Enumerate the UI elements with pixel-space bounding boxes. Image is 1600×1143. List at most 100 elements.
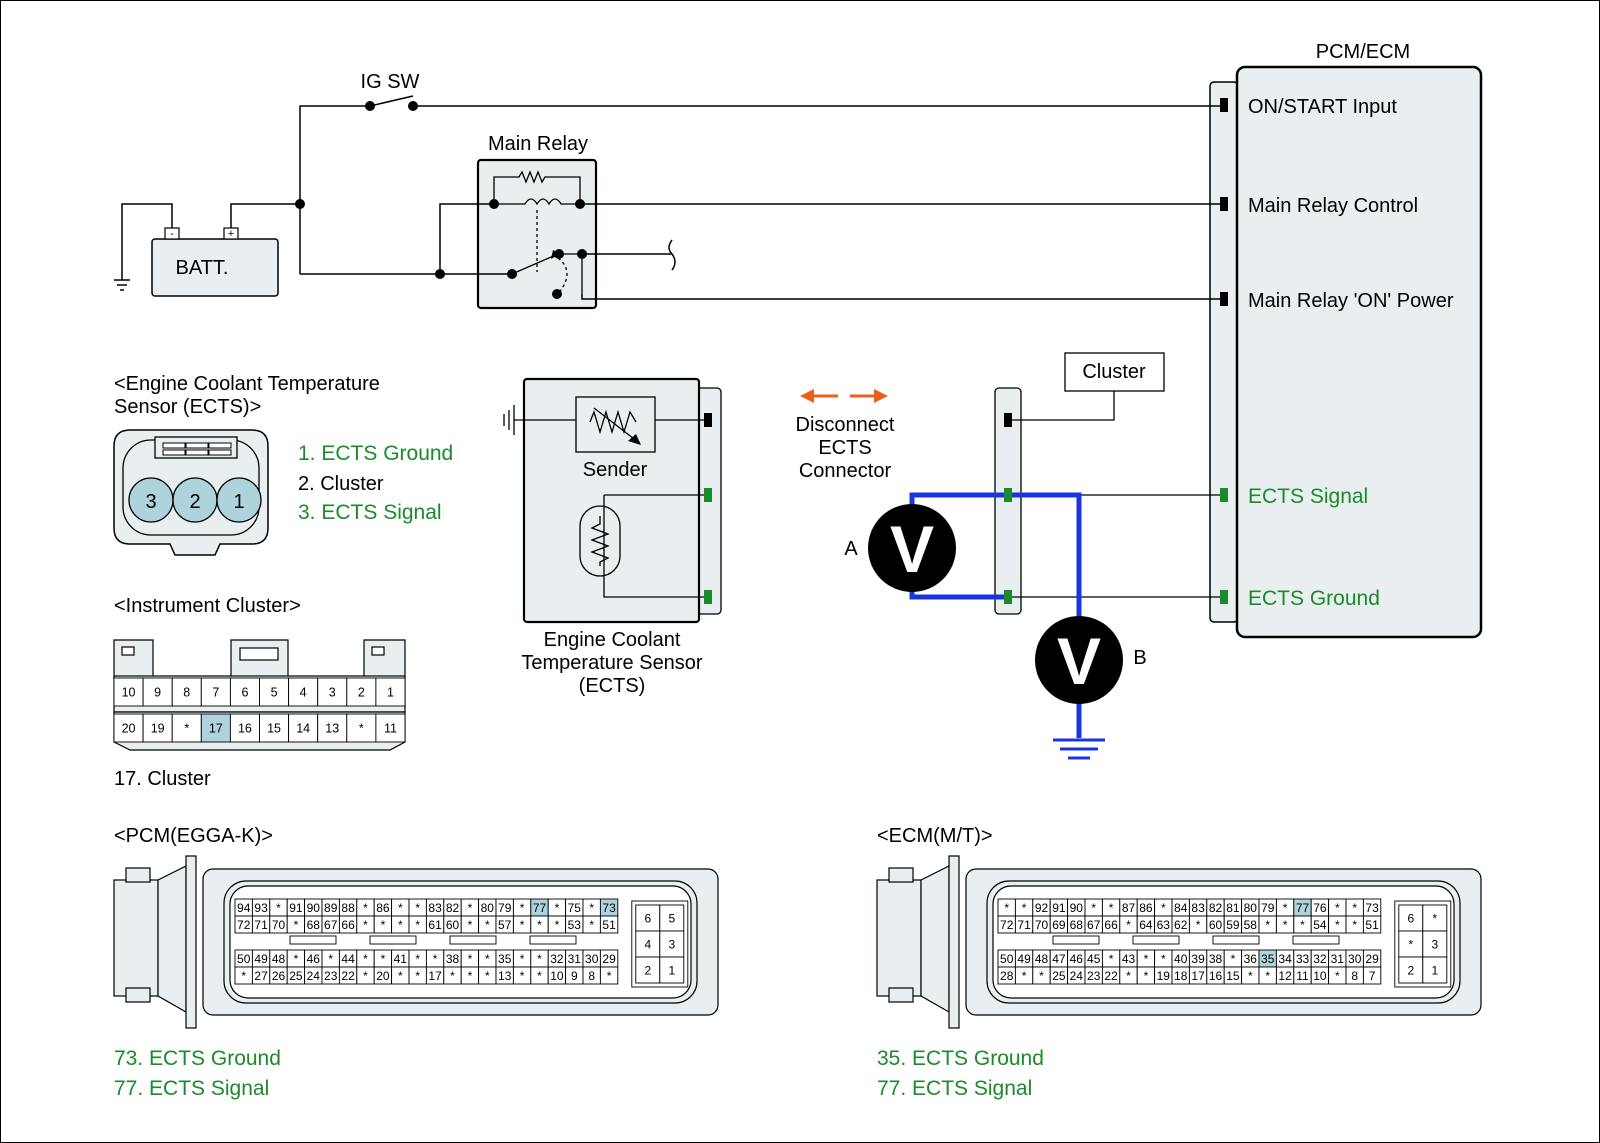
ecm-side-pin-1-label: 1 (1431, 964, 1438, 978)
terminal-main-relay-control (1220, 197, 1228, 211)
cluster-pin-7-cell (200, 677, 231, 707)
ecm-pin-81-label: 81 (1226, 901, 1240, 915)
pcm-pin-blank-label: * (363, 969, 368, 983)
harness-terminal-cluster (1004, 413, 1012, 427)
pcm-pin-blank-label: * (537, 918, 542, 932)
ecm-pin-blank-label: * (1161, 901, 1166, 915)
ecm-pin-18-label: 18 (1174, 969, 1188, 983)
pcm-pin-blank-label: * (468, 969, 473, 983)
ecm-pin-49-label: 49 (1017, 952, 1031, 966)
ecm-pin-blank-label: * (1335, 901, 1340, 915)
pcm-pin-blank-label: * (520, 969, 525, 983)
pcm-pin-24-label: 24 (307, 969, 321, 983)
pcm-pin-90-label: 90 (307, 901, 321, 915)
pcm-pin-blank-label: * (241, 969, 246, 983)
ecm-pin-69-label: 69 (1052, 918, 1066, 932)
cluster-pin-9-cell (142, 677, 173, 707)
ecm-pin-67-label: 67 (1087, 918, 1101, 932)
cluster-pin-2-label: 2 (358, 686, 365, 700)
ecm-pin-40-label: 40 (1174, 952, 1188, 966)
ecm-pin-90-label: 90 (1070, 901, 1084, 915)
pcm-pin-50-label: 50 (237, 952, 251, 966)
cluster-pin-10-label: 10 (122, 686, 136, 700)
voltmeter-b-symbol: V (1057, 624, 1101, 698)
pcm-pin-blank-label: * (589, 901, 594, 915)
batt-plus-sign: + (228, 228, 234, 240)
pcm-pin-25-label: 25 (289, 969, 303, 983)
pcm-pin-23-label: 23 (324, 969, 338, 983)
ecm-pin-blank-label: * (1352, 901, 1357, 915)
pcm-pin-blank-label: * (398, 918, 403, 932)
ects-title-1: <Engine Coolant Temperature (114, 373, 380, 395)
meter-a-label: A (844, 538, 858, 560)
pcm-pin-blank-label: * (607, 969, 612, 983)
pcm-legend-2: 77. ECTS Signal (114, 1077, 269, 1100)
pcm-pin-blank-label: * (520, 901, 525, 915)
probe-ground (1053, 738, 1105, 760)
cluster-pin-20-label: 20 (122, 722, 136, 736)
pcm-pin-91-label: 91 (289, 901, 303, 915)
pcm-pin-blank-label: * (520, 918, 525, 932)
sensor-terminal-ground (704, 590, 712, 604)
pcm-pin-88-label: 88 (341, 901, 355, 915)
ects-legend-3: 3. ECTS Signal (298, 501, 442, 524)
pcm-side-pin-2-label: 2 (644, 964, 651, 978)
ecm-side-pin-3-label: 3 (1431, 938, 1438, 952)
ecm-pin-84-label: 84 (1174, 901, 1188, 915)
ecm-pin-48-label: 48 (1035, 952, 1049, 966)
sensor-caption-2: Temperature Sensor (521, 652, 703, 674)
ecm-pin-50-label: 50 (1000, 952, 1014, 966)
pcm-side-pin-3-label: 3 (668, 938, 675, 952)
pcm-pin-72-label: 72 (237, 918, 251, 932)
cluster-pin-3-label: 3 (329, 686, 336, 700)
ecm-legend-2: 77. ECTS Signal (877, 1077, 1032, 1100)
pcm-pin-17-label: 17 (428, 969, 442, 983)
relay-switch-no (554, 249, 564, 259)
pcm-pin-blank-label: * (276, 901, 281, 915)
ecm-pin-15-label: 15 (1226, 969, 1240, 983)
pcm-pin-blank-label: * (415, 952, 420, 966)
ecm-pin-68-label: 68 (1070, 918, 1084, 932)
ecm-pin-47-label: 47 (1052, 952, 1066, 966)
junction-batt (295, 199, 305, 209)
pcm-pin-blank-label: * (537, 969, 542, 983)
voltmeter-b (1035, 616, 1123, 704)
cluster-pin-11-label: 11 (384, 722, 397, 736)
ecm-pin-87-label: 87 (1122, 901, 1136, 915)
pcm-pin-9-label: 9 (571, 969, 578, 983)
sender-arrow (628, 434, 641, 445)
cluster-note: 17. Cluster (114, 768, 211, 790)
cluster-pin-9-label: 9 (154, 686, 161, 700)
pcm-pin-on-start: ON/START Input (1248, 96, 1397, 118)
pcm-pin-51-cell (599, 915, 619, 934)
pcm-pin-93-label: 93 (254, 901, 268, 915)
ecm-pin-24-label: 24 (1070, 969, 1084, 983)
pcm-pin-49-label: 49 (254, 952, 268, 966)
pcm-pin-blank-label: * (555, 918, 560, 932)
pcm-key-slot (289, 935, 337, 945)
ecm-pin-31-label: 31 (1331, 952, 1345, 966)
ig-sw-contact-2 (408, 101, 418, 111)
ecm-pin-33-label: 33 (1296, 952, 1310, 966)
ecm-pin-blank-label: * (1300, 918, 1305, 932)
pcm-key-slot (449, 935, 497, 945)
pcm-pin-32-label: 32 (550, 952, 564, 966)
pcm-pin-35-label: 35 (498, 952, 512, 966)
ecm-side-pin-blank-cell (1422, 904, 1448, 932)
ecm-pin-51-cell (1362, 915, 1382, 934)
ecm-conn-title: <ECM(M/T)> (877, 825, 993, 847)
ecm-pin-86-label: 86 (1139, 901, 1153, 915)
ecm-pin-62-label: 62 (1174, 918, 1188, 932)
pcm-pin-blank-label: * (415, 969, 420, 983)
cluster-pin-15-cell (259, 713, 290, 743)
cluster-pin-8-label: 8 (183, 686, 190, 700)
ecm-pin-51-label: 51 (1365, 918, 1379, 932)
pcm-conn-title: <PCM(EGGA-K)> (114, 825, 273, 847)
pcm-pin-77-label: 77 (533, 901, 547, 915)
pcm-pin-blank-label: * (433, 952, 438, 966)
ecm-pin-blank-label: * (1091, 901, 1096, 915)
pcm-pin-82-label: 82 (446, 901, 460, 915)
cluster-pin-1-label: 1 (387, 686, 394, 700)
